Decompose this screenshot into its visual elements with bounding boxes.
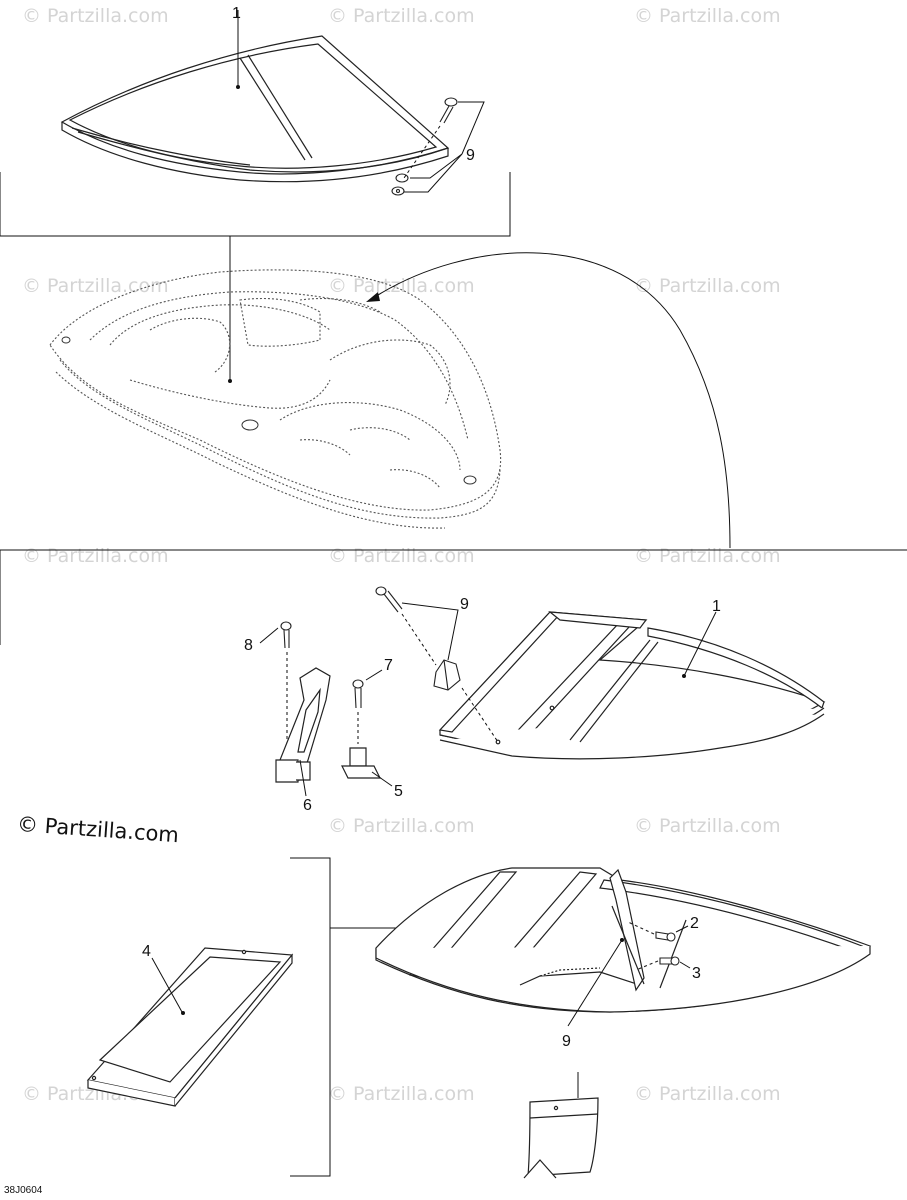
- watermark: © Partzilla.com: [634, 5, 781, 27]
- drawing-code: 38J0604: [4, 1185, 43, 1196]
- boat-outline: [49, 269, 502, 529]
- leader-line: [365, 669, 383, 681]
- mid-screw-9: [375, 586, 461, 691]
- callout-8: 8: [244, 637, 253, 654]
- watermark: © Partzilla.com: [634, 545, 781, 567]
- leader-line: [151, 957, 183, 1013]
- callout-6: 6: [303, 797, 312, 814]
- arrow-leader: [369, 252, 731, 549]
- boat-details: [61, 336, 477, 485]
- leader-line: [371, 771, 393, 787]
- watermark: © Partzilla.com: [328, 5, 475, 27]
- screw-7: [352, 679, 364, 744]
- leader-line: [679, 961, 691, 969]
- leader-line: [683, 611, 717, 677]
- mid-windshield: [438, 611, 826, 760]
- watermark: © Partzilla.com: [328, 545, 475, 567]
- base-5: [341, 747, 381, 779]
- leader-dot: [228, 379, 232, 383]
- bracket-6: [275, 667, 331, 783]
- group-bracket: [0, 549, 907, 645]
- callout-4: 4: [142, 943, 151, 960]
- walkthrough-panel-4: [86, 947, 294, 1107]
- screw-3: [635, 956, 680, 971]
- screw-2: [627, 921, 676, 942]
- leader-line: [259, 627, 279, 644]
- callout-3: 3: [692, 965, 701, 982]
- leader-dot: [620, 938, 624, 942]
- group-bracket: [0, 172, 511, 237]
- top-windshield: [60, 35, 450, 183]
- callout-9-top: 9: [466, 147, 475, 164]
- group-bracket: [290, 857, 331, 1177]
- callout-5: 5: [394, 783, 403, 800]
- watermark: © Partzilla.com: [22, 545, 169, 567]
- callout-1-top: 1: [232, 5, 241, 22]
- leader-line: [675, 925, 689, 933]
- storage-bag: [523, 1097, 599, 1179]
- screw-8: [280, 621, 292, 752]
- arrow-head: [366, 292, 380, 302]
- top-fastener-leaders: [403, 101, 485, 193]
- callout-2: 2: [690, 915, 699, 932]
- watermark: © Partzilla.com: [634, 275, 781, 297]
- callout-9-mid: 9: [460, 596, 469, 613]
- leader-line: [299, 759, 307, 797]
- leader-dot: [682, 674, 686, 678]
- watermark: © Partzilla.com: [328, 815, 475, 837]
- watermark: © Partzilla.com: [22, 275, 169, 297]
- mid-fastener-leaders: [401, 602, 499, 743]
- callout-9-bottom: 9: [562, 1033, 571, 1050]
- watermark: © Partzilla.com: [634, 1083, 781, 1105]
- callout-1-mid: 1: [712, 598, 721, 615]
- watermark: © Partzilla.com: [634, 815, 781, 837]
- leader-dot: [181, 1011, 185, 1015]
- leader-dot: [236, 85, 240, 89]
- leader-line: [567, 939, 623, 1027]
- watermark: © Partzilla.com: [328, 275, 475, 297]
- watermark: © Partzilla.com: [328, 1083, 475, 1105]
- callout-7: 7: [384, 657, 393, 674]
- watermark: © Partzilla.com: [22, 5, 169, 27]
